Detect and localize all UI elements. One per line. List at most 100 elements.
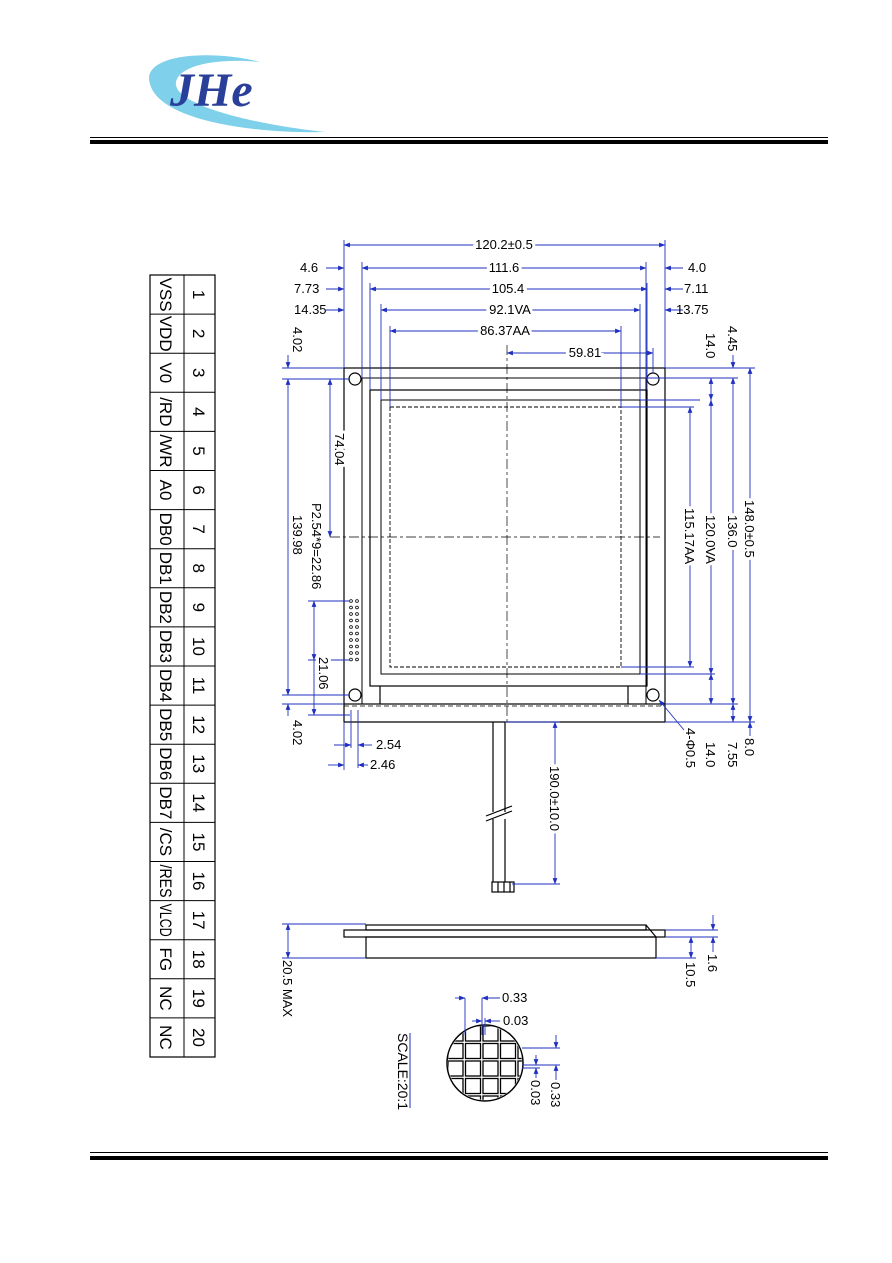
dim-va-right: 13.75 xyxy=(676,302,709,317)
dim-side-total: 20.5 MAX xyxy=(280,960,295,1017)
dim-bottom-r3: 8.0 xyxy=(742,738,757,756)
dim-holes: 4-Φ0.5 xyxy=(683,728,698,768)
pixel-dot xyxy=(517,1042,522,1060)
pin-pad xyxy=(349,625,353,629)
pixel-dot xyxy=(464,1042,482,1060)
dim-outline-height: 148.0±0.5 xyxy=(742,500,757,558)
pin-name-15: /CS xyxy=(156,828,175,856)
dim-frame-left: 4.6 xyxy=(300,260,318,275)
footer-rule-thick xyxy=(90,1156,828,1160)
dim-frame-width: 111.6 xyxy=(489,260,520,275)
pin-pad xyxy=(349,657,353,662)
pin-name-1: VSS xyxy=(156,278,175,312)
pixel-dot xyxy=(482,1095,499,1100)
pin-name-14: DB7 xyxy=(156,786,175,819)
dim-frame-height: 136.0 xyxy=(725,515,740,548)
pin-name-5: /WR xyxy=(156,434,175,467)
pixel-dot xyxy=(448,1042,464,1060)
pin-number-13: 13 xyxy=(189,754,208,773)
pin-number-11: 11 xyxy=(189,677,208,695)
pixel-dot xyxy=(499,1042,517,1060)
pin-pad xyxy=(349,612,353,616)
pin-number-6: 6 xyxy=(189,485,208,494)
pin-pad xyxy=(349,638,353,642)
pin-pad xyxy=(349,618,353,623)
pin-pad xyxy=(355,599,359,603)
pin-number-18: 18 xyxy=(189,950,208,969)
pin-number-2: 2 xyxy=(189,329,208,338)
pin-pad xyxy=(355,651,359,655)
dim-center-x: 59.81 xyxy=(569,345,602,360)
dim-center-y: 74.04 xyxy=(332,433,347,466)
dim-va-height: 120.0VA xyxy=(703,515,718,564)
pin-pad xyxy=(355,631,359,636)
pin-pad xyxy=(355,638,359,642)
dim-top-margin-r1: 14.0 xyxy=(703,333,718,358)
side-view xyxy=(343,924,666,959)
dim-frame-right: 4.0 xyxy=(688,260,706,275)
pin-pad xyxy=(355,644,359,649)
mount-hole-tl xyxy=(348,372,362,386)
pin-name-18: FG xyxy=(156,947,175,971)
pin-pad xyxy=(349,651,353,655)
pin-header xyxy=(349,599,359,662)
pin-pad xyxy=(355,612,359,616)
pixel-dot xyxy=(482,1060,499,1077)
dim-outline-width: 120.2±0.5 xyxy=(475,237,533,252)
side-dimension-lines xyxy=(282,915,718,959)
pin-number-9: 9 xyxy=(189,603,208,612)
mount-hole-tr xyxy=(646,372,660,386)
pin-name-20: NC xyxy=(156,1025,175,1050)
dim-pin-x1: 2.54 xyxy=(376,737,401,752)
dim-bottom-r1: 14.0 xyxy=(703,742,718,767)
pixel-dot xyxy=(517,1060,522,1077)
dim-top-margin-r2: 4.45 xyxy=(725,326,740,351)
pin-number-12: 12 xyxy=(189,715,208,734)
dim-aa-width: 86.37AA xyxy=(480,323,530,338)
pin-pad xyxy=(355,657,359,662)
pin-name-10: DB3 xyxy=(156,630,175,663)
pin-pad xyxy=(349,599,353,603)
pixel-dot xyxy=(499,1077,517,1095)
pin-number-16: 16 xyxy=(189,872,208,891)
dim-cable-length: 190.0±10.0 xyxy=(547,766,562,831)
pin-number-15: 15 xyxy=(189,832,208,851)
dimension-labels: 120.2±0.5 111.6 4.6 4.0 105.4 7.73 7.11 … xyxy=(280,234,760,1110)
pin-number-5: 5 xyxy=(189,446,208,455)
dim-pin-offset: 21.06 xyxy=(316,657,331,690)
pin-name-9: DB2 xyxy=(156,591,175,624)
pin-name-17: VLCD xyxy=(156,904,175,937)
dim-glass-left: 7.73 xyxy=(294,281,319,296)
pixel-dot xyxy=(464,1026,482,1042)
pixel-dot xyxy=(464,1060,482,1077)
mount-hole-br xyxy=(646,688,660,702)
glass-outline xyxy=(369,389,648,687)
logo-swoosh xyxy=(149,55,325,133)
front-view xyxy=(330,345,666,893)
pin-name-6: A0 xyxy=(156,480,175,501)
pin-pad xyxy=(349,644,353,649)
pin-name-12: DB5 xyxy=(156,708,175,741)
pin-name-8: DB1 xyxy=(156,552,175,585)
pin-pad xyxy=(349,631,353,636)
pin-number-19: 19 xyxy=(189,989,208,1008)
company-logo: JHe xyxy=(149,55,325,133)
dim-top-offset: 4.02 xyxy=(290,327,305,352)
pixel-dot xyxy=(482,1077,499,1095)
dim-va-width: 92.1VA xyxy=(489,302,531,317)
dim-pin-pitch: P2.54*9=22.86 xyxy=(309,503,324,589)
pin-name-7: DB0 xyxy=(156,513,175,546)
footer-rule-thin xyxy=(90,1152,828,1153)
pixel-dot xyxy=(499,1060,517,1077)
pixel-dot xyxy=(448,1060,464,1077)
scale-label: SCALE:20:1 xyxy=(395,1033,411,1110)
pin-name-16: /RES xyxy=(156,865,175,898)
pin-number-14: 14 xyxy=(189,793,208,812)
pixel-dot xyxy=(517,1026,522,1042)
pin-name-3: V0 xyxy=(156,362,175,383)
dimension-lines xyxy=(282,240,755,885)
pin-number-4: 4 xyxy=(189,407,208,416)
dim-aa-height: 115.17AA xyxy=(682,508,697,564)
pin-name-2: VDD xyxy=(156,316,175,352)
cable xyxy=(485,722,515,893)
